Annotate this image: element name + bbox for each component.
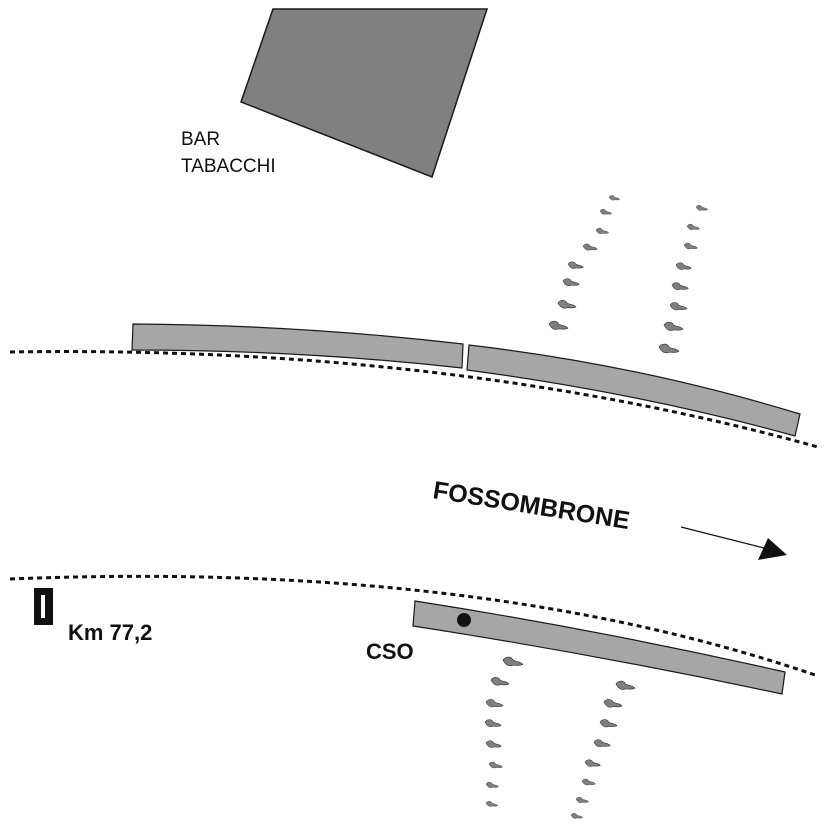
bush-icon <box>582 243 598 251</box>
building-label-line2: TABACCHI <box>181 156 276 177</box>
direction-arrow-line <box>680 526 769 550</box>
platform-upper-right <box>466 344 801 437</box>
bush-icon <box>686 223 700 230</box>
bush-icon <box>485 781 499 788</box>
cso-label: CSO <box>366 639 414 664</box>
bush-icon <box>584 759 601 767</box>
bush-icon <box>671 282 689 290</box>
bush-icon <box>488 761 503 769</box>
bush-icon <box>548 320 569 330</box>
bush-icon <box>575 796 589 803</box>
bush-icon <box>695 205 708 211</box>
bushes-upper <box>548 195 708 354</box>
platform-lower <box>412 600 786 695</box>
bush-icon <box>669 302 688 311</box>
bush-icon <box>570 813 583 819</box>
bush-icon <box>484 719 502 727</box>
bush-icon <box>567 261 584 269</box>
bush-icon <box>557 300 577 309</box>
bush-icon <box>562 278 580 286</box>
building-label-line1: BAR <box>181 129 220 150</box>
bush-icon <box>581 778 596 786</box>
bush-icon <box>485 699 504 708</box>
bush-icon <box>615 680 636 690</box>
bush-icon <box>593 739 611 747</box>
bush-icon <box>490 677 510 686</box>
bush-icon <box>608 195 621 201</box>
bush-icon <box>658 343 680 354</box>
bush-icon <box>599 209 612 215</box>
direction-label: FOSSOMBRONE <box>431 476 632 535</box>
bush-icon <box>663 321 684 331</box>
bar-tabacchi-building <box>240 8 489 178</box>
bush-icon <box>683 242 698 250</box>
bushes-lower <box>484 656 636 819</box>
bush-icon <box>502 656 524 667</box>
platform-upper-left <box>131 323 464 369</box>
bush-icon <box>675 262 692 270</box>
bush-icon <box>485 740 502 748</box>
km-post-marker-slot <box>41 595 45 618</box>
km-marker-label: Km 77,2 <box>68 620 152 645</box>
road-edge-lower <box>9 574 819 678</box>
bush-icon <box>599 719 618 728</box>
bush-icon <box>595 227 609 234</box>
cso-point-marker <box>457 613 471 627</box>
bush-icon <box>485 801 498 807</box>
bush-icon <box>603 699 623 708</box>
road-edge-upper <box>9 350 819 449</box>
direction-arrow-head <box>758 538 787 560</box>
